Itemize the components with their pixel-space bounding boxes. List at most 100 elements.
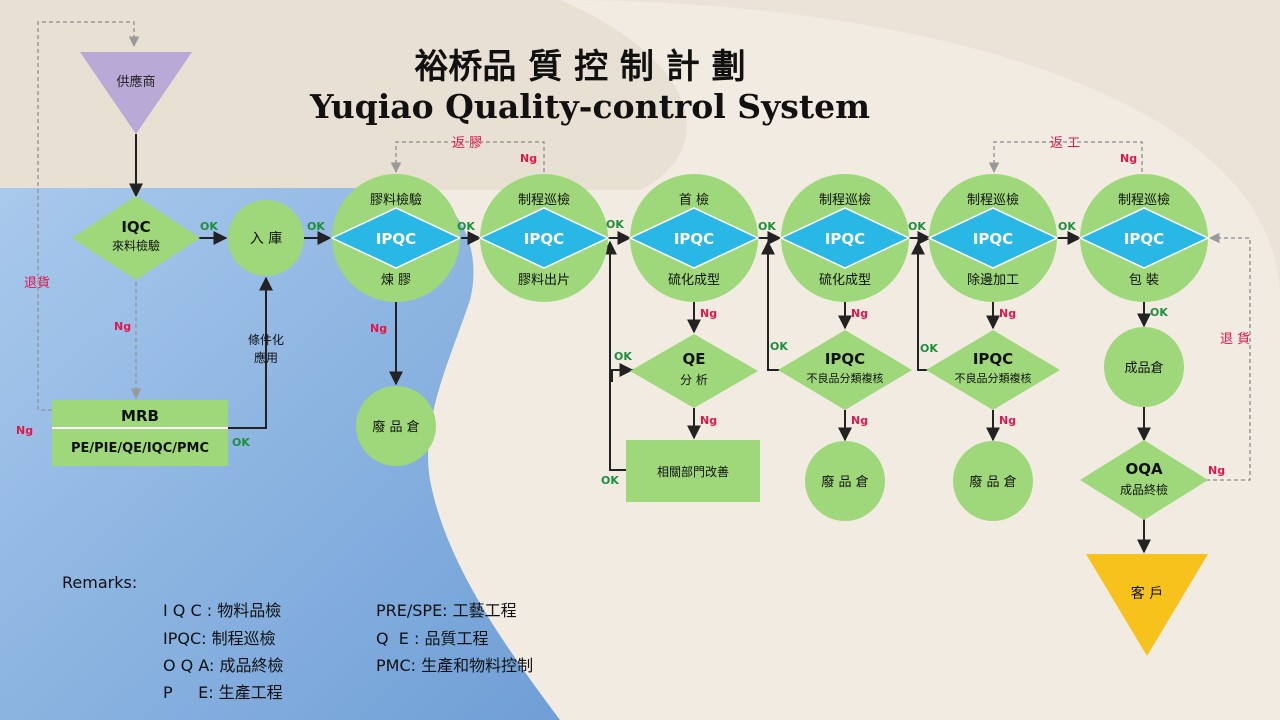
ng-label-iqc: Ng (114, 320, 131, 333)
remarks: Remarks: I Q C : 物料品檢 IPQC: 制程巡檢 O Q A: … (62, 573, 533, 702)
ok-label-s6: OK (1150, 306, 1168, 319)
title-chinese: 裕桥品 質 控 制 計 劃 (414, 47, 745, 87)
stage-6: 制程巡檢 IPQC 包 裝 (1078, 174, 1210, 302)
remark-pre-spe: PRE/SPE: 工藝工程 (376, 601, 517, 620)
ok-labels: OK OK OK OK OK OK OK OK OK OK OK OK OK (200, 218, 1168, 487)
stage-4-top: 制程巡檢 (819, 192, 871, 208)
ng-labels: Ng Ng Ng Ng Ng Ng Ng Ng Ng Ng Ng Ng (16, 152, 1225, 477)
ok-label-mrb: OK (232, 436, 250, 449)
ok-label-s4: OK (908, 220, 926, 233)
ipqc-sort-title-2: IPQC (973, 350, 1013, 368)
ok-label-s3: OK (758, 220, 776, 233)
ipqc-sort-sub-1: 不良品分類複核 (807, 371, 884, 385)
ng-label-s3: Ng (700, 307, 717, 320)
ipqc-sort-title-1: IPQC (825, 350, 865, 368)
ng-label-qe: Ng (700, 414, 717, 427)
stage-5-ipqc: IPQC (973, 230, 1013, 248)
stage-1-ipqc: IPQC (376, 230, 416, 248)
remark-pmc: PMC: 生產和物料控制 (376, 656, 533, 675)
ok-label-qe: OK (614, 350, 632, 363)
stage-4-ipqc: IPQC (825, 230, 865, 248)
mrb-subtitle: PE/PIE/QE/IQC/PMC (71, 441, 209, 456)
finished-warehouse-label: 成品倉 (1124, 361, 1163, 376)
customer-label: 客 戶 (1131, 585, 1163, 602)
ok-label-s2: OK (606, 218, 624, 231)
ipqc-sort-diamond-2 (926, 330, 1060, 410)
stage-2-top: 制程巡檢 (518, 192, 570, 208)
ng-label-mrb: Ng (16, 424, 33, 437)
condition-use-line2: 應用 (254, 350, 278, 365)
warehouse-in-circle (228, 200, 304, 276)
stage-3-bottom: 硫化成型 (668, 273, 720, 288)
stage-2-bottom: 膠料出片 (518, 273, 570, 288)
rework-label: 返 工 (1050, 136, 1080, 151)
iqc-subtitle: 來料檢驗 (112, 238, 160, 253)
ng-label-sort-1: Ng (851, 414, 868, 427)
stage-3-ipqc: IPQC (674, 230, 714, 248)
remarks-heading: Remarks: (62, 573, 137, 592)
remark-oqa: O Q A: 成品終檢 (163, 656, 284, 675)
ng-label-s1: Ng (370, 322, 387, 335)
scrap-label-1: 廢 品 倉 (372, 420, 419, 435)
stage-4-bottom: 硫化成型 (819, 273, 871, 288)
return-goods-right: 退 貨 (1220, 331, 1250, 347)
stage-4: 制程巡檢 IPQC 硫化成型 (779, 174, 911, 302)
condition-use-line1: 條件化 (248, 333, 284, 347)
ng-label-s6: Ng (1120, 152, 1137, 165)
oqa-diamond (1080, 440, 1208, 520)
customer-triangle (1086, 554, 1208, 656)
warehouse-in-label: 入 庫 (250, 230, 282, 247)
stage-5-top: 制程巡檢 (967, 192, 1019, 208)
remark-ipqc: IPQC: 制程巡檢 (163, 629, 276, 648)
improve-label: 相關部門改善 (657, 464, 729, 479)
finished-warehouse-circle (1104, 327, 1184, 407)
ok-label-s5: OK (1058, 220, 1076, 233)
connectors (129, 134, 1151, 554)
title-english: Yuqiao Quality-control System (309, 87, 870, 126)
scrap-label-2: 廢 品 倉 (821, 475, 868, 490)
oqa-title: OQA (1125, 460, 1163, 478)
ok-label-warehouse: OK (307, 220, 325, 233)
qe-title: QE (683, 350, 706, 368)
ng-label-oqa: Ng (1208, 464, 1225, 477)
stage-2-ipqc: IPQC (524, 230, 564, 248)
stage-2: 制程巡檢 IPQC 膠料出片 (478, 174, 610, 302)
ng-label-s5: Ng (999, 307, 1016, 320)
oqa-subtitle: 成品終檢 (1120, 482, 1168, 497)
supplier-triangle (80, 52, 192, 134)
ok-label-s1: OK (457, 220, 475, 233)
stage-1: 膠料檢驗 IPQC 煉 膠 (330, 174, 462, 302)
stage-1-top: 膠料檢驗 (370, 192, 422, 208)
remark-iqc: I Q C : 物料品檢 (163, 601, 281, 620)
feedback-dashed (37, 21, 1251, 481)
ng-label-s2: Ng (520, 152, 537, 165)
iqc-title: IQC (121, 218, 150, 236)
stage-6-bottom: 包 裝 (1129, 273, 1159, 288)
scrap-label-3: 廢 品 倉 (969, 475, 1016, 490)
improve-box (626, 440, 760, 502)
ipqc-sort-sub-2: 不良品分類複核 (955, 371, 1032, 385)
scrap-circle-3 (953, 441, 1033, 521)
remark-pe: P E: 生產工程 (163, 683, 283, 702)
return-rubber-label: 返 膠 (452, 136, 482, 151)
stage-3: 首 檢 IPQC 硫化成型 (628, 174, 760, 302)
ng-label-s4: Ng (851, 307, 868, 320)
stage-5: 制程巡檢 IPQC 除邊加工 (927, 174, 1059, 302)
mrb-box (52, 400, 228, 466)
ok-label-iqc: OK (200, 220, 218, 233)
ipqc-sort-diamond-1 (778, 330, 912, 410)
remark-qe: Q E : 品質工程 (376, 629, 488, 648)
stage-1-bottom: 煉 膠 (381, 273, 411, 288)
ok-label-sort-1: OK (770, 340, 788, 353)
ng-label-sort-2: Ng (999, 414, 1016, 427)
stage-5-bottom: 除邊加工 (967, 273, 1019, 288)
ok-label-improve: OK (601, 474, 619, 487)
stage-3-top: 首 檢 (679, 192, 709, 208)
iqc-diamond (72, 196, 200, 280)
scrap-circle-2 (805, 441, 885, 521)
supplier-label: 供應商 (116, 74, 155, 90)
ok-label-sort-2: OK (920, 342, 938, 355)
scrap-circle-1 (356, 386, 436, 466)
feedback-labels: 退貨 返 膠 返 工 退 貨 (24, 136, 1250, 347)
